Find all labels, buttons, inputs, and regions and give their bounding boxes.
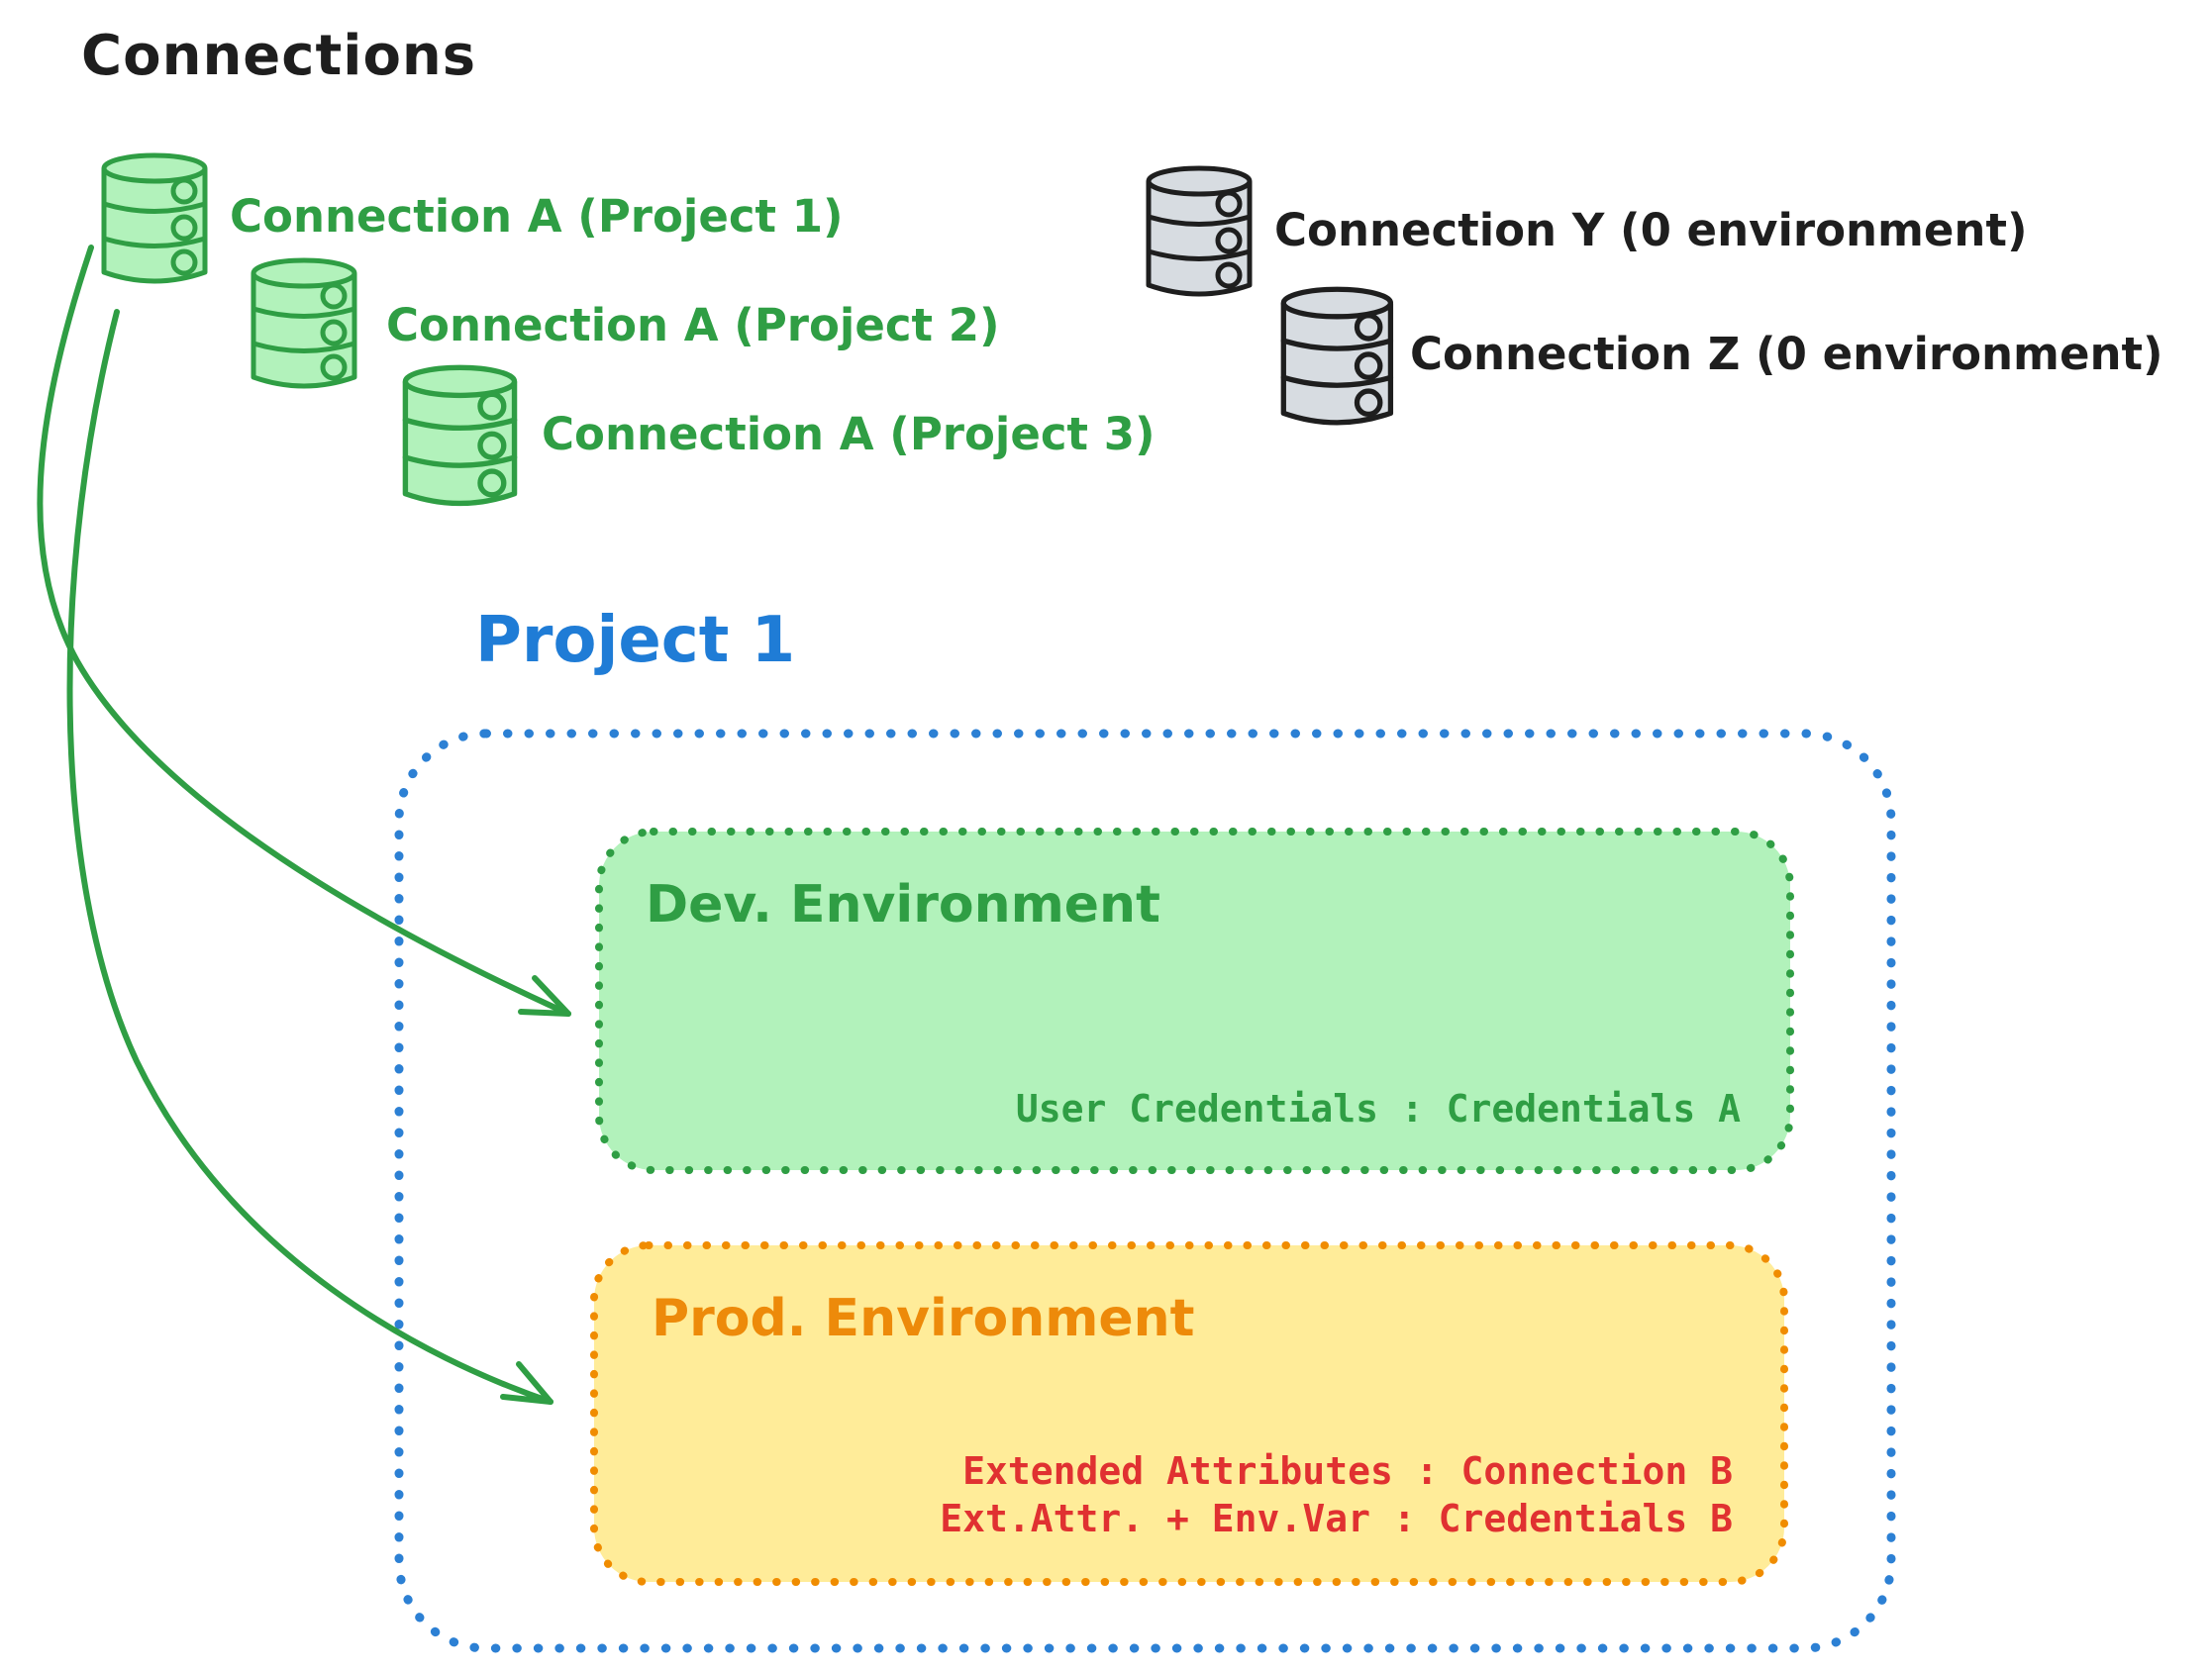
prod-credentials-mapping-env-var: Ext.Attr. + Env.Var : Credentials B [940,1497,1733,1540]
connection-label-a-project2: Connection A (Project 2) [386,299,1000,351]
dev-environment-box [595,828,1794,1174]
connection-label-a-project3: Connection A (Project 3) [542,408,1156,460]
database-icon-connection-a-project3 [405,367,514,503]
connection-label-z: Connection Z (0 environment) [1410,328,2163,380]
connections-title: Connections [81,24,477,88]
prod-credentials-mapping-extended-attributes: Extended Attributes : Connection B [962,1449,1733,1493]
prod-credentials-mappings: Extended Attributes : Connection B Ext.A… [940,1447,1733,1542]
dev-credentials-mapping: User Credentials : Credentials A [1015,1087,1741,1131]
prod-environment-title: Prod. Environment [652,1289,1195,1348]
dev-environment-title: Dev. Environment [646,875,1160,935]
prod-environment-box [590,1241,1788,1586]
arrow-connection-a-to-dev [37,245,571,1017]
database-icon-connection-a-project2 [253,260,354,386]
connection-label-a-project1: Connection A (Project 1) [230,190,844,243]
database-icon-connection-y [1149,168,1250,294]
project1-boundary-box [394,729,1896,1653]
project1-title: Project 1 [475,604,796,677]
arrow-connection-a-to-prod [66,309,553,1405]
connection-label-y: Connection Y (0 environment) [1274,204,2028,256]
database-icon-connection-a-project1 [104,155,205,281]
database-icon-connection-z [1283,289,1390,423]
